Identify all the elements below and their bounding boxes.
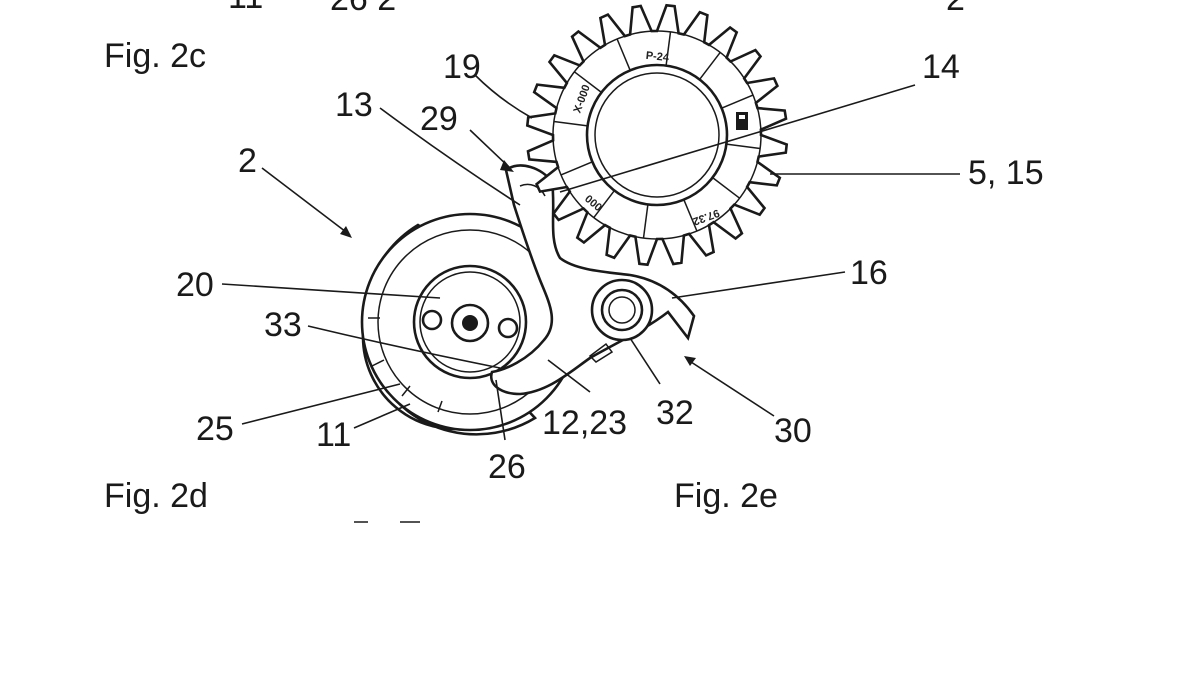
- gear-band-inner: [585, 63, 729, 207]
- ref-32: 32: [656, 394, 694, 432]
- ref-26: 26: [488, 448, 526, 486]
- ref-12-23: 12,23: [542, 404, 627, 442]
- gear-segment-divider: [699, 51, 721, 80]
- ref-11: 11: [316, 416, 351, 454]
- leader-12-23: [547, 359, 591, 393]
- leader-26: [495, 379, 506, 441]
- ref-33: 33: [264, 306, 302, 344]
- pin-left: [421, 309, 443, 331]
- drum-assembly: [360, 212, 580, 436]
- toothed-wheel: P-24 X-000 000 97.32: [525, 3, 789, 267]
- gear-segment-divider: [573, 71, 602, 93]
- ref-13: 13: [335, 86, 373, 124]
- gear-segment-divider: [616, 38, 631, 71]
- leader-14: [559, 84, 916, 193]
- reference-numerals: 19 14 13 29 2 5, 15 16 20 33 25 11 26 12…: [176, 48, 1044, 486]
- gear-marking-qr: [736, 112, 748, 130]
- lever-tab: [588, 342, 614, 363]
- leader-lines: [221, 74, 960, 441]
- arrowhead-29: [500, 160, 514, 172]
- leader-13: [379, 107, 521, 206]
- spring-housing-inner: [419, 271, 521, 373]
- lever-body: [489, 164, 696, 396]
- drum-rim-notches: [368, 317, 443, 413]
- bushing-middle: [600, 288, 644, 332]
- top-label-2: 2: [946, 0, 965, 18]
- leader-16: [671, 271, 846, 299]
- gear-segment-divider: [712, 177, 741, 199]
- leader-30: [687, 359, 775, 417]
- ref-5-15: 5, 15: [968, 154, 1044, 192]
- ref-14: 14: [922, 48, 960, 86]
- gear-segment-dividers: [553, 31, 761, 239]
- arrowhead-30: [684, 356, 696, 366]
- pin-right: [497, 317, 519, 339]
- gear-marking-p24: P-24: [645, 50, 670, 64]
- figure-label-2c: Fig. 2c: [104, 37, 206, 75]
- leader-25: [241, 383, 401, 425]
- gear-segment-divider: [683, 199, 698, 232]
- leader-2: [261, 167, 351, 236]
- top-label-26-2: 26 2: [330, 0, 396, 18]
- ref-2: 2: [238, 142, 257, 180]
- gear-marking-qr-cell: [739, 115, 745, 119]
- ref-25: 25: [196, 410, 234, 448]
- pivot-bushing: [590, 278, 654, 342]
- bushing-bore: [608, 296, 636, 324]
- figure-label-2d: Fig. 2d: [104, 477, 208, 515]
- ref-16: 16: [850, 254, 888, 292]
- gear-segment-divider: [642, 204, 649, 239]
- leader-33: [307, 325, 501, 369]
- ref-19: 19: [443, 48, 481, 86]
- lever-arm: [489, 164, 696, 396]
- ref-29: 29: [420, 100, 458, 138]
- leader-32: [629, 337, 661, 385]
- figure-label-2e: Fig. 2e: [674, 477, 778, 515]
- hub-center: [462, 315, 478, 331]
- gear-segment-divider: [553, 120, 588, 127]
- ref-20: 20: [176, 266, 214, 304]
- arrowhead-2: [340, 226, 352, 238]
- gear-segment-divider: [726, 143, 761, 150]
- ref-30: 30: [774, 412, 812, 450]
- leader-11: [353, 403, 411, 429]
- gear-segment-divider: [665, 31, 672, 66]
- leader-20: [221, 283, 441, 299]
- gear-segment-divider: [721, 94, 754, 109]
- gear-segment-divider: [560, 161, 593, 176]
- leader-19: [474, 74, 533, 119]
- top-label-11: 11: [228, 0, 263, 16]
- gear-segment-divider: [593, 190, 615, 219]
- gear-bore: [594, 72, 720, 198]
- lever-hook: [519, 183, 546, 197]
- gear-band-outer: [552, 30, 762, 240]
